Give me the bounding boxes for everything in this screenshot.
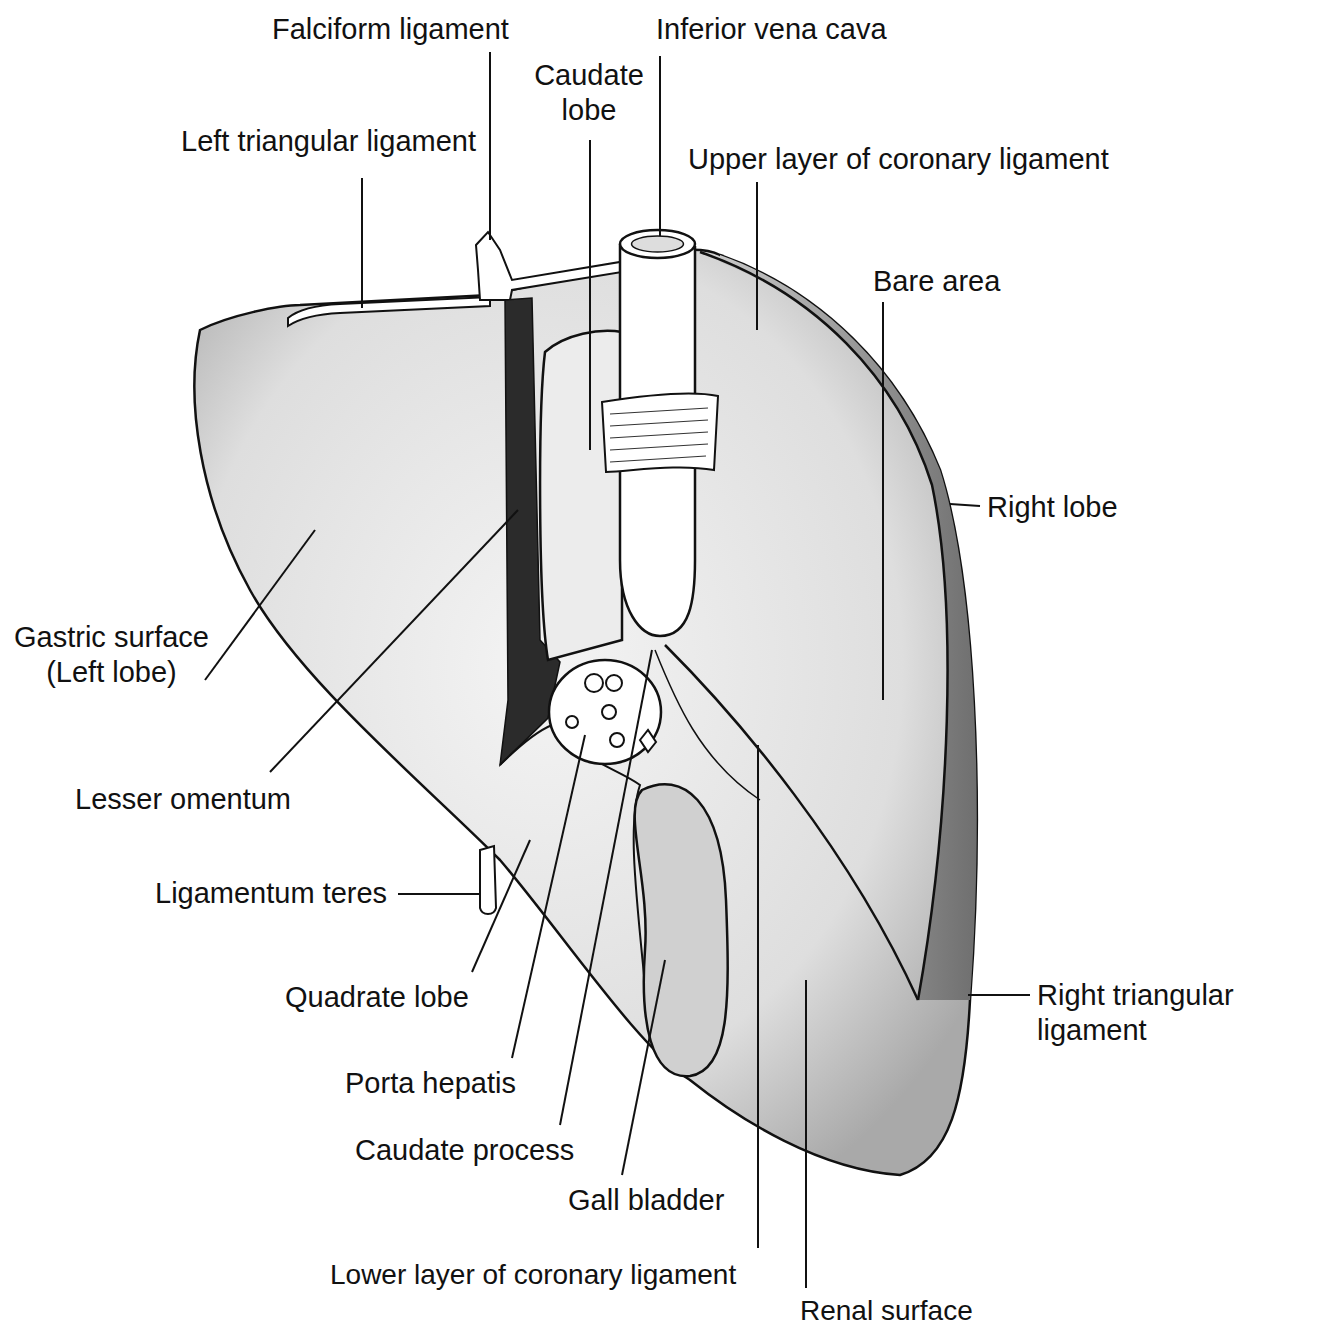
part-label: Ligamentum teres [155, 876, 387, 911]
falciform-ligament [476, 232, 622, 300]
part-label: Inferior vena cava [656, 12, 887, 47]
leader-line [361, 178, 363, 308]
portal-vessel [585, 674, 603, 692]
portal-vessel [606, 675, 622, 691]
leader-line [622, 960, 665, 1175]
part-label: Bare area [873, 264, 1000, 299]
leader-line [270, 510, 518, 772]
vena-cava-lumen [632, 236, 684, 252]
leader-line [472, 840, 530, 972]
leader-line [589, 140, 591, 450]
part-label: Caudate process [355, 1133, 574, 1168]
part-label: Lower layer of coronary ligament [330, 1258, 736, 1292]
vena-cava-opening [620, 230, 695, 258]
part-label: Upper layer of coronary ligament [688, 142, 1109, 177]
part-label: Falciform ligament [272, 12, 509, 47]
ivc-ligament-band [602, 394, 718, 472]
leader-line [805, 980, 807, 1288]
portal-vessel [602, 705, 616, 719]
part-label: Caudate lobe [519, 58, 659, 128]
portal-vessel [566, 716, 578, 728]
portal-vessel [610, 733, 624, 747]
part-label: Gastric surface (Left lobe) [4, 620, 219, 690]
bile-duct [640, 730, 656, 752]
part-label: Right lobe [987, 490, 1118, 525]
liver-outline [194, 250, 976, 1175]
ivc-ligament-hatching [610, 408, 708, 462]
leader-line [560, 650, 652, 1125]
leader-line [512, 735, 585, 1058]
leader-line [489, 52, 491, 240]
porta-hepatis [549, 660, 661, 764]
part-label: Gall bladder [568, 1183, 724, 1218]
part-label: Right triangular ligament [1037, 978, 1322, 1048]
leader-line [205, 530, 315, 680]
leader-line [659, 56, 661, 236]
caudate-process [655, 650, 760, 800]
leader-line [968, 994, 1030, 996]
left-triangular-ligament [288, 297, 490, 326]
coronary-ligament-upper [700, 252, 948, 1000]
part-label: Renal surface [800, 1294, 973, 1328]
caudate-lobe [540, 331, 622, 660]
leader-line [950, 504, 980, 506]
leader-line [756, 182, 758, 330]
leader-line [757, 745, 759, 1248]
leader-line [398, 893, 480, 895]
part-label: Left triangular ligament [181, 124, 476, 159]
gall-bladder [635, 784, 728, 1076]
part-label: Lesser omentum [75, 782, 291, 817]
part-label: Quadrate lobe [285, 980, 469, 1015]
part-label: Porta hepatis [345, 1066, 516, 1101]
ligamentum-teres [480, 846, 496, 914]
leader-line [882, 302, 884, 700]
